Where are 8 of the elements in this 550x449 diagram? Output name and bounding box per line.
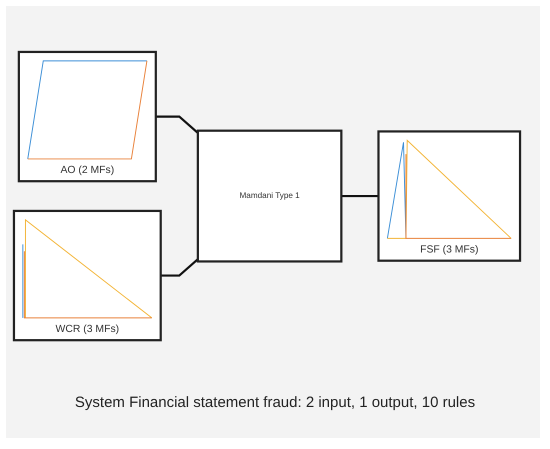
- node-box: WCR (3 MFs): [12, 210, 162, 342]
- connector: [156, 115, 199, 134]
- node-box: AO (2 MFs): [18, 50, 157, 182]
- connector: [160, 258, 199, 277]
- connector: [341, 194, 378, 198]
- node-box: FSF (3 MFs): [377, 130, 522, 262]
- caption: System Financial statement fraud: 2 input, 1 output, 10 rules: [74, 394, 476, 411]
- node-box: Mamdani Type 1: [196, 130, 342, 262]
